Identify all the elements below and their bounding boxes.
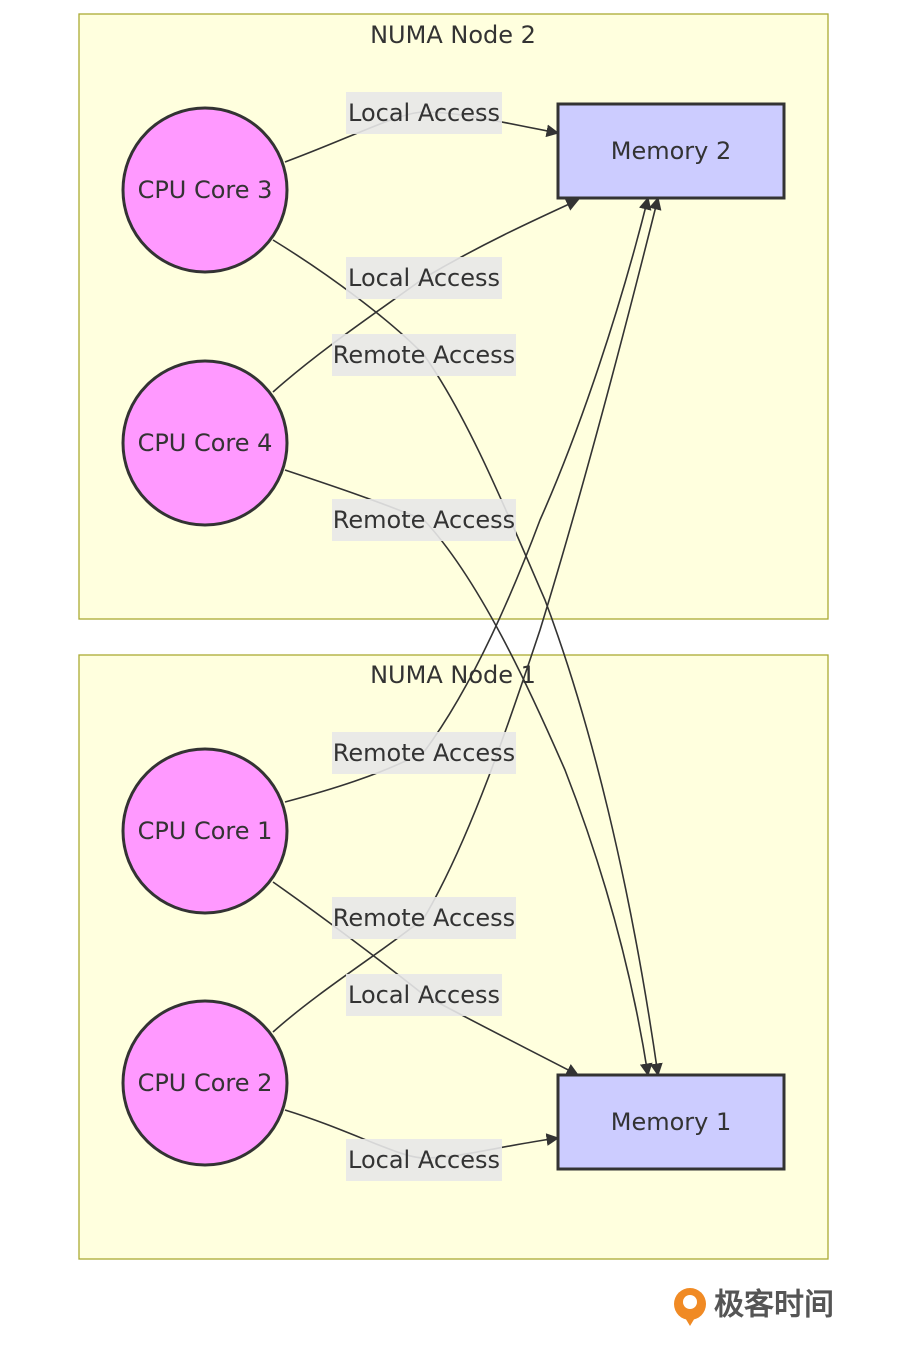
edge-cpu3-mem1 (272, 239, 663, 1077)
geektime-logo-icon (674, 1288, 706, 1326)
svg-text:Local Access: Local Access (348, 264, 500, 292)
svg-text:Local Access: Local Access (348, 99, 500, 127)
svg-text:Local Access: Local Access (348, 981, 500, 1009)
edge-cpu1-mem2 (284, 196, 652, 803)
edge-label-cpu2-mem2: Remote Access (332, 897, 516, 939)
edge-label-cpu1-mem2: Remote Access (332, 732, 516, 774)
svg-text:Remote Access: Remote Access (333, 341, 515, 369)
node-cpu-core-2: CPU Core 2 (121, 999, 289, 1167)
svg-text:Remote Access: Remote Access (333, 904, 515, 932)
svg-text:CPU Core 4: CPU Core 4 (138, 429, 273, 457)
node-memory-2: Memory 2 (556, 102, 786, 200)
edge-cpu2-mem2 (272, 196, 662, 1033)
watermark: 极客时间 (674, 1288, 834, 1326)
edge-label-cpu3-mem2: Local Access (346, 92, 502, 134)
svg-text:CPU Core 1: CPU Core 1 (138, 817, 273, 845)
edge-label-cpu4-mem1: Remote Access (332, 499, 516, 541)
svg-text:Remote Access: Remote Access (333, 506, 515, 534)
svg-text:Memory 1: Memory 1 (611, 1108, 732, 1136)
edge-label-cpu2-mem1: Local Access (346, 1139, 502, 1181)
svg-text:CPU Core 2: CPU Core 2 (138, 1069, 273, 1097)
watermark-text: 极客时间 (714, 1288, 834, 1323)
edge-labels: Local Access Local Access Remote Access … (332, 92, 516, 1181)
node-cpu-core-4: CPU Core 4 (121, 359, 289, 527)
node-cpu-core-1: CPU Core 1 (121, 747, 289, 915)
edge-label-cpu1-mem1: Local Access (346, 974, 502, 1016)
edge-label-cpu3-mem1: Remote Access (332, 334, 516, 376)
node-cpu-core-3: CPU Core 3 (121, 106, 289, 274)
svg-text:Memory 2: Memory 2 (611, 137, 732, 165)
svg-text:CPU Core 3: CPU Core 3 (138, 176, 273, 204)
svg-text:Local Access: Local Access (348, 1146, 500, 1174)
cluster-title-node-1: NUMA Node 1 (370, 661, 536, 689)
cluster-title-node-2: NUMA Node 2 (370, 21, 536, 49)
edge-label-cpu4-mem2: Local Access (346, 257, 502, 299)
svg-text:Remote Access: Remote Access (333, 739, 515, 767)
node-memory-1: Memory 1 (556, 1073, 786, 1171)
